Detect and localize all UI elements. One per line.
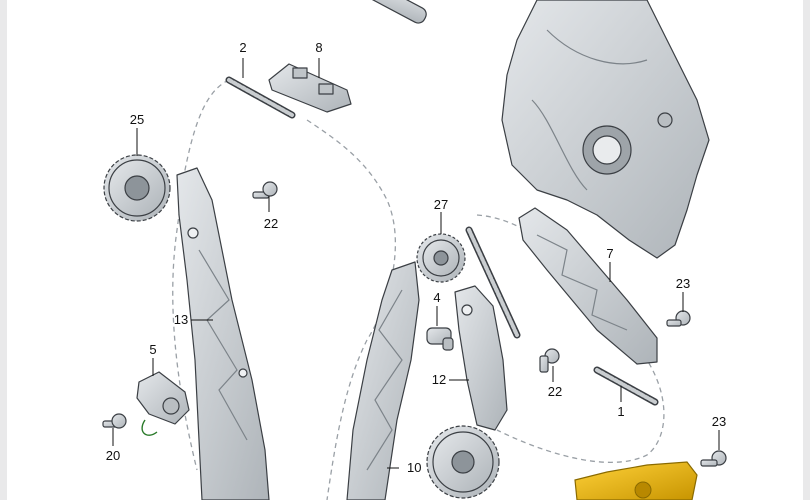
bolt-23-upper [666,310,691,327]
bolt-23-lower [700,450,727,467]
part-10-guide-rail [346,261,420,500]
label-7: 7 [606,246,613,261]
label-10: 10 [407,460,421,475]
label-20: 20 [106,448,120,463]
part-27-sprocket [416,233,466,283]
bolt-4 [426,327,454,351]
part-7-guide-rail [518,207,658,365]
label-1: 1 [617,404,624,419]
guide-pin [361,0,427,24]
label-2: 2 [239,40,246,55]
chain-middle [465,226,521,339]
part-2-chain [225,76,296,119]
bolt-22-upper [252,181,278,199]
part-13-guide-rail [176,167,270,500]
label-25: 25 [130,112,144,127]
label-8: 8 [315,40,322,55]
part-8-guide-block [268,63,352,113]
label-12: 12 [432,372,446,387]
bolt-20 [102,413,127,429]
label-13: 13 [174,312,188,327]
part-12-tensioner-rail [454,285,508,431]
timing-case-cover [501,0,710,259]
part-25-sprocket [103,154,171,222]
exploded-view-diagram: 2 8 25 22 27 7 23 4 13 5 12 22 1 20 23 1… [102,0,727,500]
label-22-middle: 22 [548,384,562,399]
crankshaft-sprocket [426,425,500,499]
part-5-chain-tensioner [136,371,190,436]
bolt-22-middle [539,348,560,373]
part-1-chain [593,366,659,406]
label-22-upper: 22 [264,216,278,231]
label-23-upper: 23 [676,276,690,291]
label-4: 4 [433,290,440,305]
highlighted-part [574,461,698,500]
label-23-lower: 23 [712,414,726,429]
label-5: 5 [149,342,156,357]
label-27: 27 [434,197,448,212]
